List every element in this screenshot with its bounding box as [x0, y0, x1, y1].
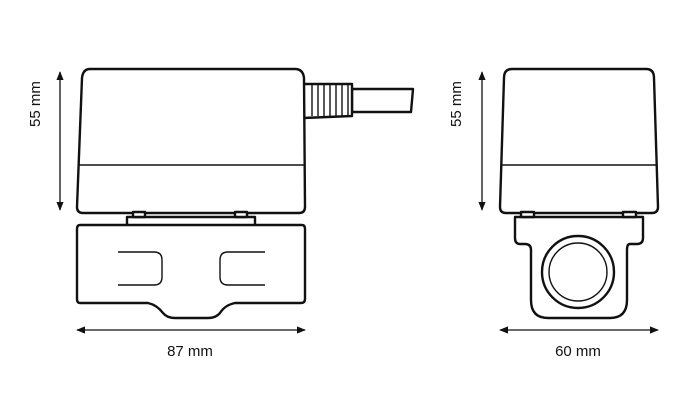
front-clip-tab-right: [621, 210, 638, 219]
valve-base: [75, 223, 307, 320]
slot-left: [118, 251, 163, 286]
front-width-label: 60 mm: [555, 343, 601, 360]
width-label: 87 mm: [167, 343, 213, 360]
actuator-body: [75, 67, 307, 215]
slot-right: [219, 251, 265, 286]
front-clip-tab-left: [519, 210, 536, 219]
height-label: 55 mm: [27, 81, 44, 127]
front-height-label: 55 mm: [448, 81, 465, 127]
actuator-body-front: [498, 67, 660, 215]
front-view: 55 mm 60 mm: [448, 67, 660, 360]
pipe-ring-inner: [548, 242, 608, 302]
pipe-ring-outer: [540, 234, 616, 310]
cable: [301, 82, 415, 120]
side-view: 55 mm 87 mm: [27, 67, 415, 360]
clip-tab-right: [233, 210, 249, 219]
clip-tab-left: [131, 210, 147, 219]
